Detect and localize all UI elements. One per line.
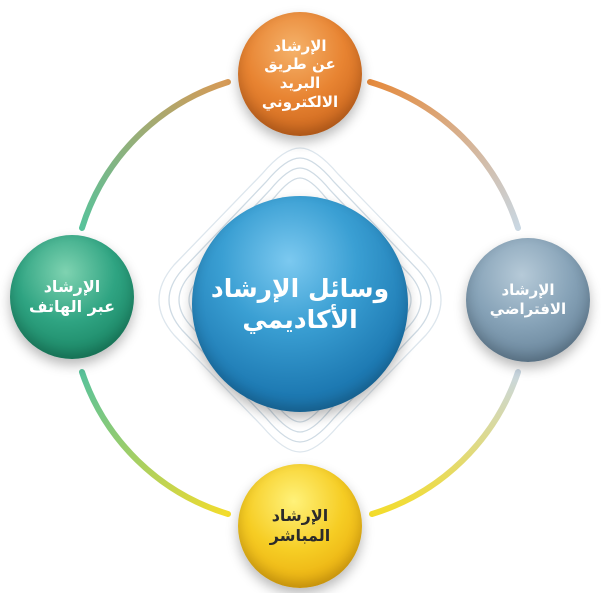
node-email-line-4: الالكتروني (261, 92, 339, 111)
center-node-academic-advising: وسائل الإرشاد الأكاديمي (192, 196, 408, 412)
node-direct-line-2: المباشر (269, 526, 331, 545)
node-phone-advising: الإرشاد عبر الهاتف (10, 235, 134, 359)
node-email-line-1: الإرشاد (273, 36, 327, 55)
center-title-line-2: الأكاديمي (242, 305, 358, 334)
node-direct-line-1: الإرشاد (271, 506, 329, 525)
node-email-advising: الإرشاد عن طريق البريد الالكتروني (238, 12, 362, 136)
node-virtual-advising: الإرشاد الافتراضي (466, 238, 590, 362)
node-phone-line-2: عبر الهاتف (28, 297, 116, 316)
arc-top-right (367, 79, 521, 231)
arc-left-top (79, 79, 231, 231)
node-phone-line-1: الإرشاد (43, 277, 101, 296)
connector-ring (79, 79, 521, 517)
arc-bottom-left (79, 369, 231, 517)
node-virtual-line-1: الإرشاد (501, 281, 555, 300)
node-direct-advising: الإرشاد المباشر (238, 464, 362, 588)
center-title-line-1: وسائل الإرشاد (210, 273, 390, 303)
node-virtual-line-2: الافتراضي (489, 300, 567, 318)
node-email-line-3: البريد (279, 74, 321, 92)
arc-right-bottom (369, 369, 521, 517)
node-email-line-2: عن طريق (264, 55, 336, 74)
